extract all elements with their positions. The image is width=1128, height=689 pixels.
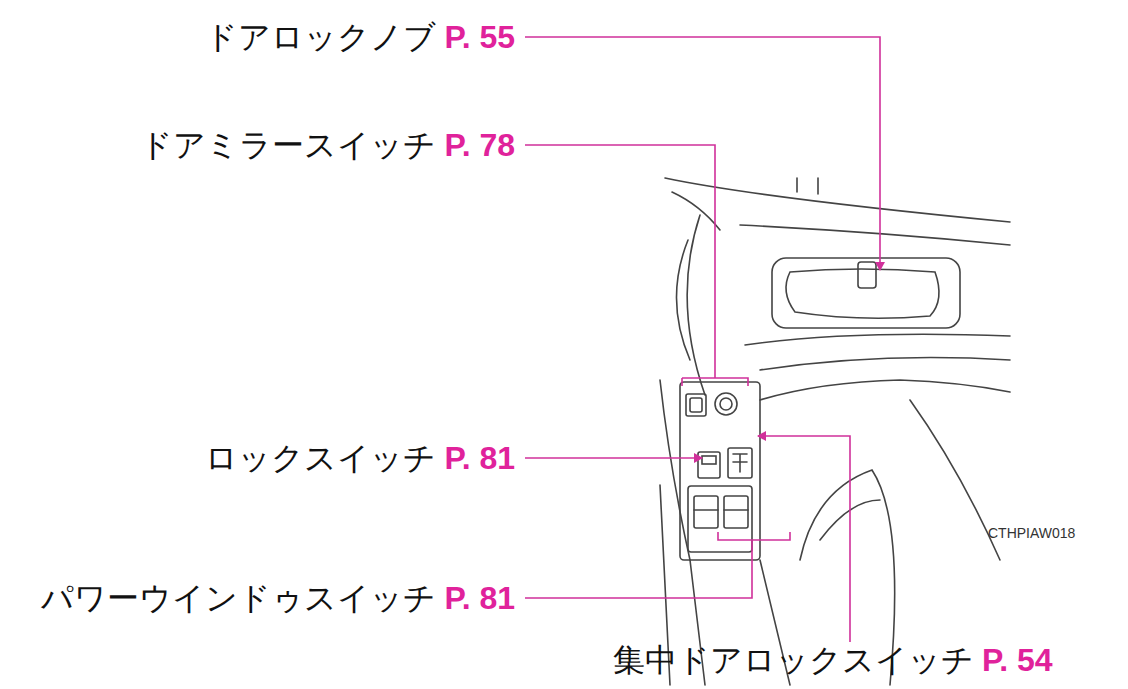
callout-label: ドアロックノブP. 55 [205, 19, 515, 56]
callout-label: ロックスイッチP. 81 [205, 440, 515, 477]
page-reference: P. 55 [444, 19, 515, 56]
part-name: ドアロックノブ [205, 19, 436, 56]
part-name: パワーウインドゥスイッチ [41, 580, 436, 617]
page-reference: P. 54 [982, 642, 1053, 679]
leader-lines [525, 37, 880, 642]
door-panel [660, 178, 1010, 685]
part-name: 集中ドアロックスイッチ [613, 642, 974, 679]
callout-label: ドアミラースイッチP. 78 [140, 127, 515, 164]
page-reference: P. 78 [444, 127, 515, 164]
figure-code: CTHPIAW018 [988, 525, 1075, 541]
page-reference: P. 81 [444, 440, 515, 477]
callout-label: パワーウインドゥスイッチP. 81 [41, 580, 515, 617]
part-name: ドアミラースイッチ [140, 127, 436, 164]
page-reference: P. 81 [444, 580, 515, 617]
part-name: ロックスイッチ [205, 440, 436, 477]
callout-label: 集中ドアロックスイッチP. 54 [613, 642, 1053, 679]
